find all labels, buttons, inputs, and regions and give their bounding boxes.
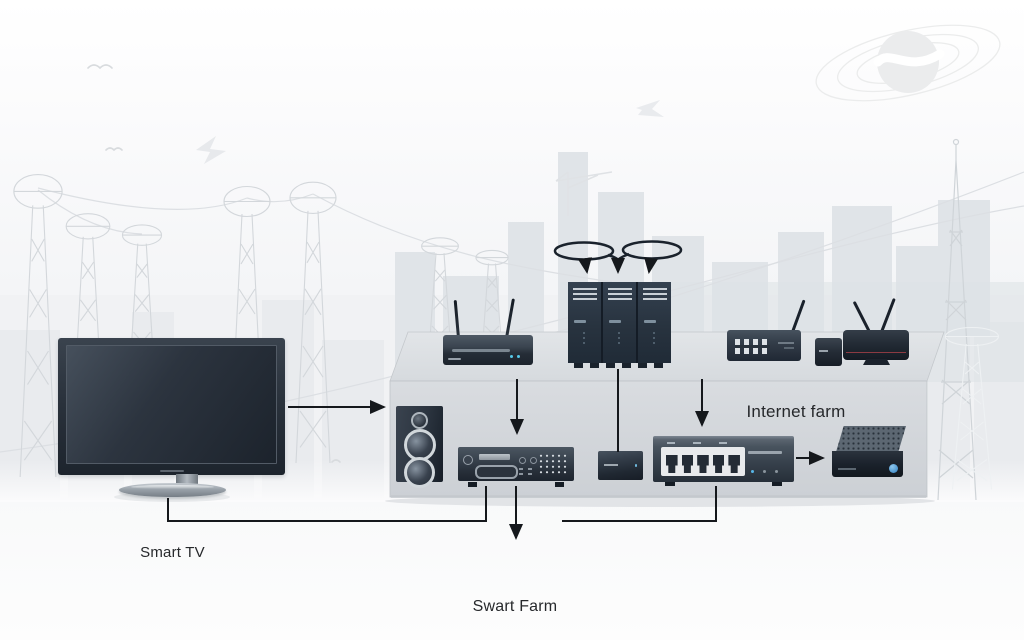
server-leds — [653, 332, 655, 334]
ethernet-port — [666, 455, 678, 473]
receiver-button — [519, 468, 523, 470]
tv-screen — [66, 345, 277, 464]
router-label-mark — [448, 358, 461, 360]
birds — [87, 64, 341, 463]
network-switch — [653, 436, 794, 486]
receiver-button — [528, 468, 532, 470]
smart-farm-label: Swart Farm — [472, 598, 558, 615]
ethernet-port — [712, 455, 725, 473]
modem-label-mark — [604, 464, 618, 466]
receiver-button-grid — [538, 453, 569, 475]
receiver-knob-small — [530, 457, 537, 464]
line-switch-down — [562, 486, 717, 522]
mini-pc-logo — [889, 464, 898, 473]
server-rack-body — [568, 282, 671, 363]
settop-red-stripe — [846, 351, 906, 353]
server-tower — [568, 282, 601, 363]
smart-tv — [58, 338, 285, 475]
modem — [598, 451, 643, 480]
server-label-mark — [574, 320, 586, 323]
wifi-router — [443, 298, 533, 366]
ethernet-port — [728, 455, 740, 473]
server-tower — [603, 282, 636, 363]
v-antenna-settop — [843, 295, 909, 369]
ethernet-port — [697, 455, 709, 473]
server-rack-trio — [568, 282, 671, 368]
server-label-mark — [609, 320, 621, 323]
mini-pc-vented-top — [836, 426, 906, 452]
switch-body — [727, 330, 801, 361]
modem-led — [634, 464, 637, 467]
server-tower — [638, 282, 671, 363]
radio-tower — [937, 138, 977, 501]
server-vents — [642, 288, 667, 301]
receiver-knob — [463, 455, 473, 465]
antenna-feed-arrow — [644, 257, 658, 274]
receiver-display — [479, 454, 510, 460]
antenna-switch — [727, 297, 807, 363]
line-receiver-to-tv — [167, 486, 487, 522]
switch-model-mark — [748, 451, 782, 454]
receiver-foot — [468, 482, 477, 487]
server-vents — [607, 288, 632, 301]
receiver-body — [458, 447, 574, 481]
server-feet — [574, 363, 665, 368]
switch-label-mark — [778, 342, 794, 344]
switch-foot — [665, 482, 675, 486]
tv-stand-base — [119, 483, 226, 497]
receiver-button — [519, 473, 523, 475]
speaker-cabinet — [396, 406, 443, 488]
ethernet-port — [681, 455, 694, 473]
switch-led — [774, 469, 778, 473]
mini-pc-label-mark — [838, 468, 856, 470]
settop-stand — [863, 359, 890, 365]
server-loop-antennas — [553, 240, 683, 261]
router-led — [510, 355, 513, 358]
ethernet-ports — [735, 339, 770, 354]
switch-led — [750, 469, 754, 473]
tv-brand-mark — [159, 470, 184, 472]
mini-pc-front — [832, 451, 903, 477]
network-switch-body — [653, 436, 794, 482]
port-panel — [661, 447, 745, 476]
settop-body — [843, 330, 909, 365]
router-body — [443, 335, 533, 365]
plane-silhouette-left — [196, 136, 226, 164]
av-receiver — [458, 447, 574, 487]
port-labels — [667, 442, 733, 444]
server-leds — [583, 332, 585, 334]
receiver-knob-small — [519, 457, 526, 464]
receiver-button — [528, 473, 532, 475]
server-leds — [618, 332, 620, 334]
small-box-label-mark — [819, 350, 828, 352]
router-vent-slot — [452, 349, 510, 352]
disc-tray — [475, 465, 518, 479]
server-vents — [572, 288, 597, 301]
mini-pc — [832, 426, 908, 478]
receiver-foot — [555, 482, 564, 487]
speaker — [396, 402, 450, 488]
switch-led — [762, 469, 766, 473]
smart-tv-label: Smart TV — [140, 544, 205, 561]
internet-farm-label: Internet farm — [746, 402, 846, 421]
antenna-feed-arrow — [577, 257, 592, 274]
crane — [555, 171, 613, 216]
router-led — [517, 355, 520, 358]
speaker-woofer — [404, 457, 435, 488]
server-label-mark — [644, 320, 656, 323]
speaker-tweeter — [411, 412, 428, 429]
small-device-box — [815, 338, 842, 366]
plane-silhouette-right — [636, 100, 664, 117]
saturn-logo — [815, 24, 1001, 102]
switch-label-mark — [784, 347, 794, 349]
switch-foot — [772, 482, 782, 486]
